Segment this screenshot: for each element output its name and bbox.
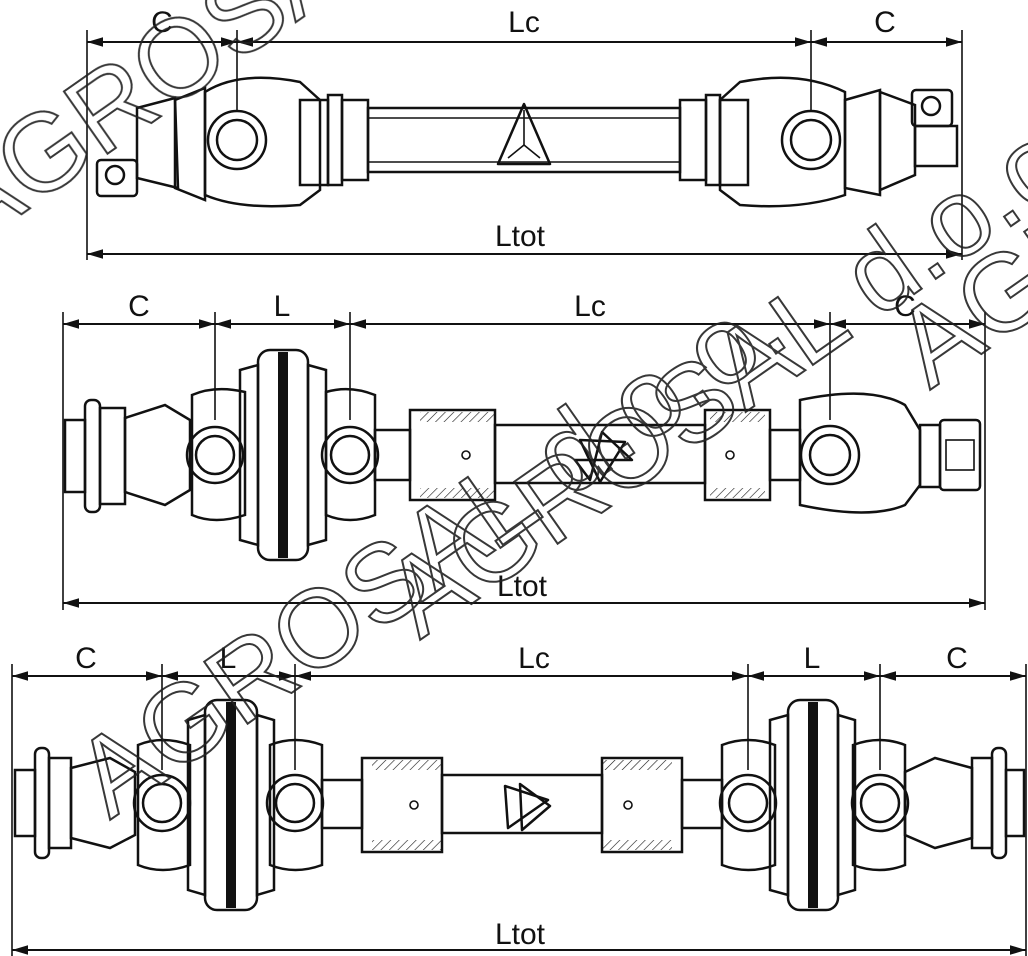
left-joint-3	[132, 698, 325, 912]
label-lc-1: Lc	[508, 6, 540, 39]
label-lc-3: Lc	[518, 642, 550, 675]
watermark-text-1: AGROSAL d.o.o.	[0, 0, 667, 270]
label-c-left-1: C	[151, 6, 173, 39]
label-c-right-3: C	[946, 642, 968, 675]
label-lc-2: Lc	[574, 290, 606, 323]
right-end-fitting-1	[843, 88, 959, 197]
shaft-diagram-3: C L Lc L C Ltot	[11, 642, 1027, 956]
tube-1	[366, 102, 682, 174]
label-l-left-3: L	[220, 642, 237, 675]
label-ltot-1: Ltot	[495, 220, 546, 253]
left-end-fitting-1	[95, 86, 207, 202]
label-ltot-3: Ltot	[495, 918, 546, 951]
shaft-diagram-1: C Lc C Ltot	[86, 6, 963, 260]
shaft-diagram-2: C L Lc C Ltot	[62, 290, 986, 610]
tube-2	[373, 408, 802, 502]
label-l-right-3: L	[804, 642, 821, 675]
right-yoke-1	[678, 76, 847, 208]
label-c-left-2: C	[128, 290, 150, 323]
label-ltot-2: Ltot	[497, 570, 548, 603]
watermark-text-3: AGROSAL d.o.o.	[53, 261, 806, 840]
label-c-left-3: C	[75, 642, 97, 675]
right-collar-3	[903, 746, 1026, 860]
left-joint-2	[185, 348, 380, 562]
left-collar-3	[13, 746, 137, 860]
right-joint-3	[718, 698, 910, 912]
right-yoke-2	[798, 392, 982, 514]
left-collar-2	[63, 398, 192, 514]
label-c-right-1: C	[874, 6, 896, 39]
tube-3	[320, 756, 724, 854]
label-l-left-2: L	[274, 290, 291, 323]
label-c-right-2: C	[894, 290, 916, 323]
